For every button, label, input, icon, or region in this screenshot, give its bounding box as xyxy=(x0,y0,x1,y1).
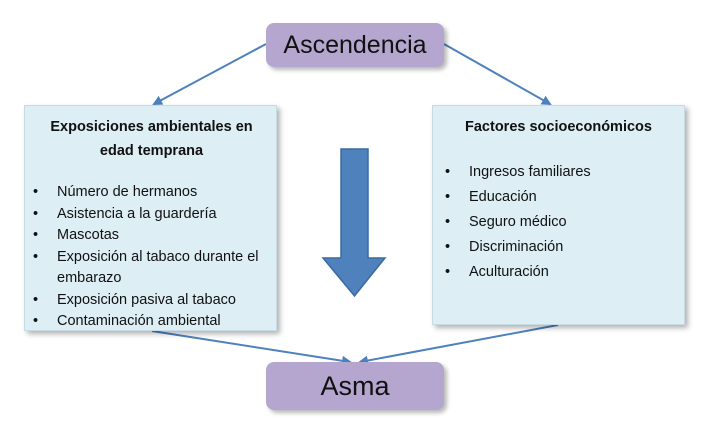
box-factores: Factores socioeconómicos •Ingresos famil… xyxy=(432,105,685,325)
arrow-ascendencia-to-factores xyxy=(443,43,552,105)
arrow-factores-to-asma xyxy=(358,324,559,366)
list-item: •Educación xyxy=(445,185,676,210)
bullet-icon: • xyxy=(445,264,451,280)
list-item: •Asistencia a la guardería xyxy=(33,204,270,226)
list-item: •Aculturación xyxy=(445,260,676,285)
bullet-icon: • xyxy=(33,205,39,222)
factores-list: •Ingresos familiares •Educación •Seguro … xyxy=(441,160,676,285)
node-ascendencia: Ascendencia xyxy=(266,23,444,67)
node-asma-label: Asma xyxy=(320,370,390,401)
list-item: •Exposición pasiva al tabaco xyxy=(33,290,270,312)
arrow-exposiciones-to-asma xyxy=(151,330,352,366)
list-item: •Contaminación ambiental xyxy=(33,311,270,333)
bullet-icon: • xyxy=(445,239,451,255)
list-item: •Exposición al tabaco durante el embaraz… xyxy=(33,248,259,287)
list-item: •Número de hermanos xyxy=(33,182,270,204)
bullet-icon: • xyxy=(33,313,39,329)
arrow-ascendencia-to-exposiciones xyxy=(152,43,267,105)
list-item: •Ingresos familiares xyxy=(445,160,676,185)
bullet-icon: • xyxy=(33,248,39,265)
box-factores-title: Factores socioeconómicos xyxy=(465,119,652,135)
bullet-icon: • xyxy=(445,164,451,180)
bullet-icon: • xyxy=(33,291,39,308)
big-down-arrow xyxy=(321,148,387,298)
list-item: •Mascotas xyxy=(33,225,270,247)
bullet-icon: • xyxy=(445,214,451,230)
list-item: •Discriminación xyxy=(445,235,676,260)
exposiciones-list: •Número de hermanos •Asistencia a la gua… xyxy=(33,182,270,333)
bullet-icon: • xyxy=(33,184,39,200)
box-exposiciones-title: Exposiciones ambientales en edad tempran… xyxy=(50,119,253,159)
bullet-icon: • xyxy=(445,189,451,205)
node-asma: Asma xyxy=(266,362,444,410)
node-ascendencia-label: Ascendencia xyxy=(283,30,427,59)
list-item: •Seguro médico xyxy=(445,210,676,235)
bullet-icon: • xyxy=(33,227,39,243)
box-exposiciones: Exposiciones ambientales en edad tempran… xyxy=(24,105,277,331)
